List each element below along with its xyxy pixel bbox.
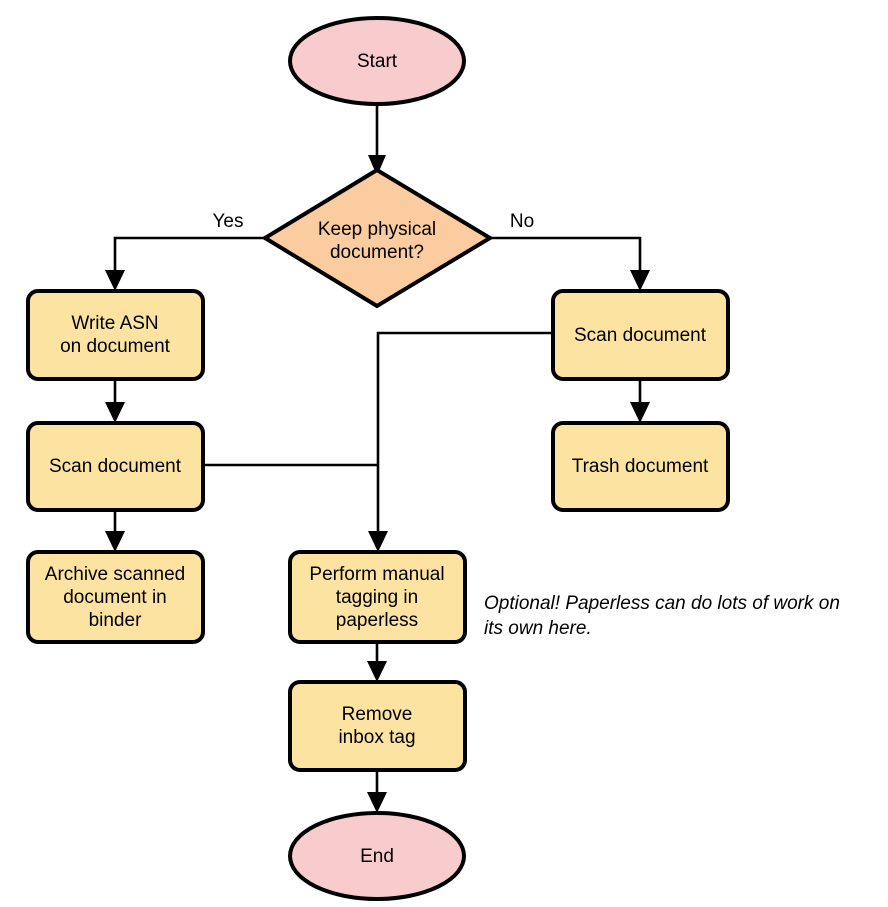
- decision-label-line1: Keep physical: [318, 219, 436, 240]
- node-write-asn-on-document[interactable]: Write ASN on document: [26, 289, 205, 381]
- decision-label-line2: document?: [330, 242, 424, 263]
- scan-document-left-rect-shape: [26, 421, 205, 512]
- scan-document-right-label: Scan document: [574, 325, 707, 346]
- trash-document-rect-shape: [551, 421, 730, 512]
- trash-document-label: Trash document: [572, 456, 709, 477]
- annotation-note-line2: its own here.: [484, 618, 592, 639]
- tagging-label-line3: paperless: [336, 610, 418, 631]
- edge-label-no: No: [510, 211, 534, 232]
- scan-document-left-label: Scan document: [49, 456, 182, 477]
- annotation-note-line1: Optional! Paperless can do lots of work …: [484, 593, 840, 614]
- edge-scan-left-to-archive: [105, 510, 125, 552]
- edge-scan-right-to-trash: [630, 379, 650, 423]
- start-label: Start: [357, 51, 398, 72]
- node-end[interactable]: End: [288, 811, 466, 901]
- edge-start-to-decision: [368, 104, 386, 176]
- start-ellipse-shape: [288, 16, 466, 106]
- edge-scan-right-to-tagging: [368, 331, 553, 552]
- edge-write-asn-to-scan-left: [105, 379, 125, 423]
- remove-inbox-label-line1: Remove: [342, 704, 413, 725]
- node-start[interactable]: Start: [288, 16, 466, 106]
- node-perform-manual-tagging[interactable]: Perform manual tagging in paperless: [288, 550, 467, 644]
- edge-tagging-to-remove-inbox: [367, 642, 387, 682]
- end-ellipse-shape: [288, 811, 466, 901]
- remove-inbox-label-line2: inbox tag: [338, 727, 415, 748]
- tagging-label-line2: tagging in: [336, 587, 418, 608]
- node-remove-inbox-tag[interactable]: Remove inbox tag: [288, 680, 467, 772]
- edge-remove-inbox-to-end: [367, 770, 387, 813]
- archive-label-line2: document in: [63, 587, 167, 608]
- annotation-optional-note: Optional! Paperless can do lots of work …: [484, 593, 840, 639]
- write-asn-rect-shape: [26, 289, 205, 381]
- decision-diamond-shape: [261, 167, 494, 309]
- tagging-rect-shape: [288, 550, 467, 644]
- node-trash-document[interactable]: Trash document: [551, 421, 730, 512]
- edge-label-yes: Yes: [213, 211, 244, 232]
- remove-inbox-rect-shape: [288, 680, 467, 772]
- node-scan-document-left[interactable]: Scan document: [26, 421, 205, 512]
- end-label: End: [360, 846, 394, 867]
- archive-label-line3: binder: [89, 610, 142, 631]
- node-scan-document-right[interactable]: Scan document: [551, 289, 730, 381]
- node-decision-keep-physical-document[interactable]: Keep physical document?: [261, 167, 494, 309]
- write-asn-label-line1: Write ASN: [71, 313, 158, 334]
- node-archive-scanned-document-in-binder[interactable]: Archive scanned document in binder: [26, 550, 205, 644]
- scan-document-right-rect-shape: [551, 289, 730, 381]
- archive-label-line1: Archive scanned: [45, 564, 185, 585]
- edge-decision-no-to-scan-right: [490, 236, 650, 291]
- write-asn-label-line2: on document: [60, 336, 171, 357]
- tagging-label-line1: Perform manual: [309, 564, 444, 585]
- edge-decision-yes-to-write-asn: [105, 236, 265, 291]
- archive-rect-shape: [26, 550, 205, 644]
